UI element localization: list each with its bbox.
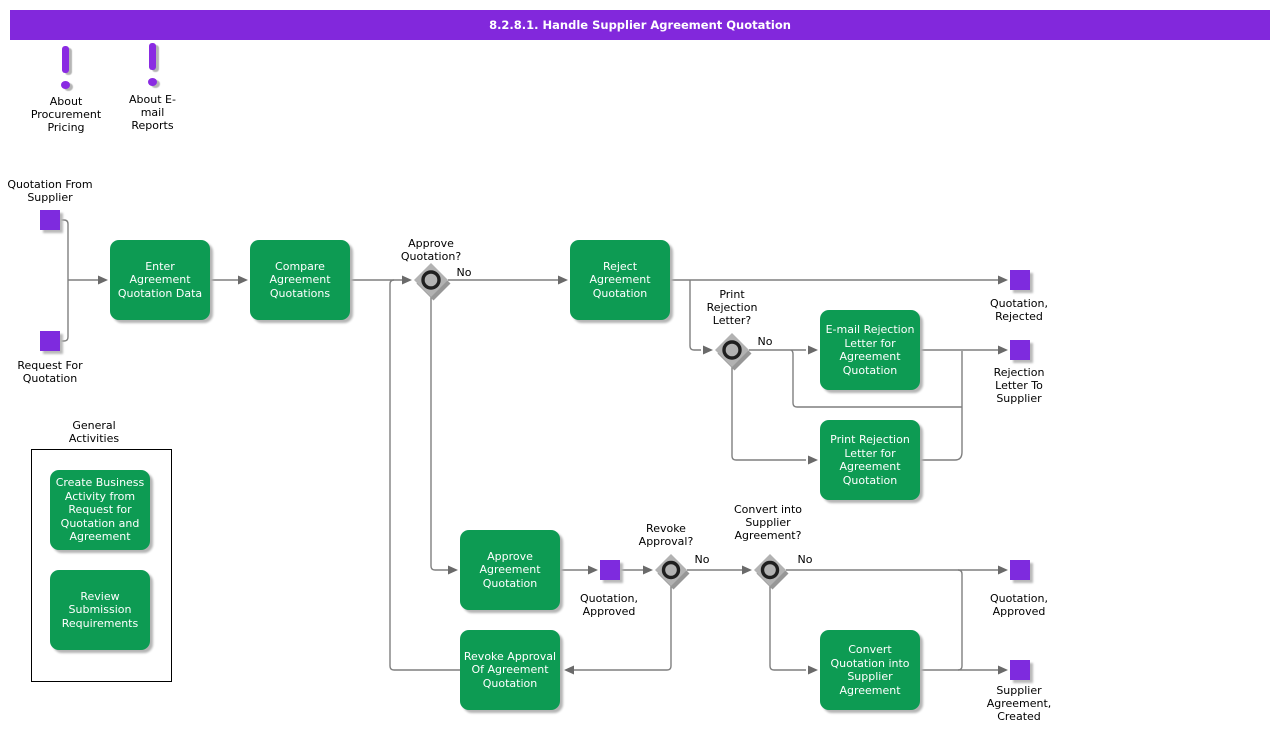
activity-review-submission-requirements[interactable]: Review Submission Requirements <box>50 570 150 650</box>
decision-label-revoke-approval: Revoke Approval? <box>638 522 694 548</box>
arrowhead <box>808 455 818 465</box>
diamond-circle <box>661 560 681 580</box>
exclamation-icon <box>149 43 156 70</box>
branch-label-no: No <box>757 335 773 348</box>
decision-print-rejection-letter[interactable] <box>715 333 752 371</box>
decision-label-print-rejection-letter: Print Rejection Letter? <box>706 288 758 327</box>
arrowhead <box>588 565 598 575</box>
diamond-circle <box>421 270 441 290</box>
event-square-quotation-approved-mid[interactable] <box>600 560 620 580</box>
decision-label-approve-quotation: Approve Quotation? <box>400 237 462 263</box>
event-square-supplier-agreement-created[interactable] <box>1010 660 1030 680</box>
note-label-procurement-pricing: About Procurement Pricing <box>30 95 102 134</box>
diamond <box>414 263 448 297</box>
connector <box>957 569 963 671</box>
diamond-circle <box>722 340 742 360</box>
event-label-request-for-quotation: Request For Quotation <box>17 359 83 385</box>
decision-revoke-approval[interactable] <box>655 554 690 590</box>
connector <box>769 586 806 671</box>
diamond <box>655 554 687 586</box>
arrowhead <box>998 275 1008 285</box>
diamond <box>754 554 786 586</box>
general-activities-title: General Activities <box>68 419 120 445</box>
arrowhead <box>808 665 818 675</box>
branch-label-no: No <box>456 266 472 279</box>
event-square-quotation-from-supplier[interactable] <box>40 210 60 230</box>
connector <box>689 280 701 351</box>
connector <box>790 349 962 408</box>
event-square-quotation-rejected[interactable] <box>1010 270 1030 290</box>
activity-convert-quotation[interactable]: Convert Quotation into Supplier Agreemen… <box>820 630 920 710</box>
arrowhead <box>98 275 108 285</box>
arrowhead <box>998 345 1008 355</box>
activity-create-business-activity[interactable]: Create Business Activity from Request fo… <box>50 470 150 550</box>
arrowhead <box>402 275 412 285</box>
decision-label-convert-into-supplier-agreement: Convert into Supplier Agreement? <box>733 503 803 542</box>
arrowhead <box>998 665 1008 675</box>
connector <box>920 351 963 461</box>
event-label-quotation-approved: Quotation, Approved <box>990 592 1048 618</box>
title-bar: 8.2.8.1. Handle Supplier Agreement Quota… <box>10 10 1270 40</box>
event-label-quotation-rejected: Quotation, Rejected <box>990 297 1048 323</box>
connector <box>60 219 69 342</box>
activity-compare-agreement-quotations[interactable]: Compare Agreement Quotations <box>250 240 350 320</box>
connector <box>574 586 672 671</box>
event-label-supplier-agreement-created: Supplier Agreement, Created <box>986 684 1052 723</box>
exclamation-dot-icon <box>148 78 157 86</box>
arrowhead <box>564 665 574 675</box>
arrowhead <box>703 345 713 355</box>
arrowhead <box>643 565 653 575</box>
event-square-rejection-letter-to-supplier[interactable] <box>1010 340 1030 360</box>
activity-enter-agreement-quotation-data[interactable]: Enter Agreement Quotation Data <box>110 240 210 320</box>
decision-approve-quotation[interactable] <box>414 263 451 301</box>
connector <box>430 297 448 571</box>
activity-email-rejection-letter[interactable]: E-mail Rejection Letter for Agreement Qu… <box>820 310 920 390</box>
arrowhead <box>238 275 248 285</box>
arrowhead <box>808 345 818 355</box>
note-label-email-reports: About E-mail Reports <box>129 93 176 132</box>
decision-convert-into-supplier-agreement[interactable] <box>754 554 789 590</box>
arrowhead <box>448 565 458 575</box>
exclamation-dot-icon <box>61 81 70 89</box>
arrowhead <box>998 565 1008 575</box>
note-about-procurement-pricing[interactable] <box>61 46 70 89</box>
event-square-request-for-quotation[interactable] <box>40 331 60 351</box>
branch-label-no: No <box>694 553 710 566</box>
activity-revoke-approval[interactable]: Revoke Approval Of Agreement Quotation <box>460 630 560 710</box>
arrowhead <box>742 565 752 575</box>
branch-label-no: No <box>797 553 813 566</box>
diamond-circle <box>760 560 780 580</box>
activity-approve-agreement-quotation[interactable]: Approve Agreement Quotation <box>460 530 560 610</box>
activity-reject-agreement-quotation[interactable]: Reject Agreement Quotation <box>570 240 670 320</box>
connector <box>389 279 460 671</box>
exclamation-icon <box>62 46 69 73</box>
page-title: 8.2.8.1. Handle Supplier Agreement Quota… <box>489 18 791 32</box>
event-label-quotation-approved-mid: Quotation, Approved <box>580 592 638 618</box>
event-label-rejection-letter-to-supplier: Rejection Letter To Supplier <box>993 366 1045 405</box>
diamond <box>715 333 749 367</box>
arrowhead <box>558 275 568 285</box>
note-about-email-reports[interactable] <box>148 43 157 86</box>
event-square-quotation-approved[interactable] <box>1010 560 1030 580</box>
connector <box>731 367 806 461</box>
activity-print-rejection-letter[interactable]: Print Rejection Letter for Agreement Quo… <box>820 420 920 500</box>
event-label-quotation-from-supplier: Quotation From Supplier <box>7 178 93 204</box>
